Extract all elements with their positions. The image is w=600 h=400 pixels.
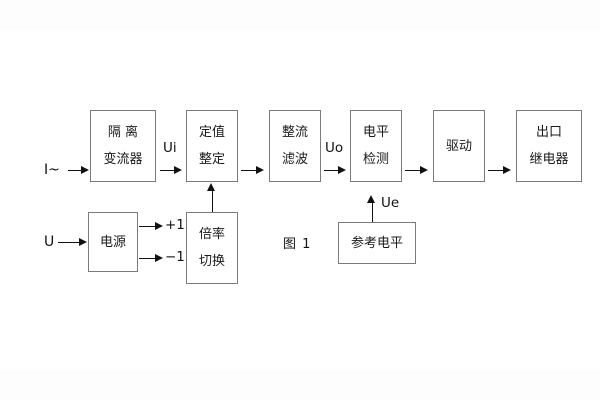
figure-content-area: I~ 隔 离 变流器 Ui 定值 整定 整流 滤波 Uo 电平 bbox=[0, 30, 600, 370]
multiplier-to-setting-line bbox=[212, 190, 213, 212]
block-output-relay[interactable]: 出口 继电器 bbox=[516, 110, 582, 182]
ui-line bbox=[160, 170, 175, 171]
setting-to-rectifier-line bbox=[241, 170, 257, 171]
block-isolation-line-1: 隔 离 bbox=[107, 125, 139, 140]
uo-line bbox=[324, 170, 339, 171]
block-reference-level[interactable]: 参考电平 bbox=[338, 222, 416, 264]
signal-ue-label: Ue bbox=[381, 195, 400, 211]
block-multiplier-line-2: 切换 bbox=[198, 254, 225, 269]
block-driver[interactable]: 驱动 bbox=[433, 110, 485, 182]
figure-caption: 图 1 bbox=[283, 237, 312, 252]
neg12v-line bbox=[139, 258, 156, 259]
pos12v-arrow bbox=[155, 222, 163, 230]
block-output-relay-line-2: 继电器 bbox=[529, 152, 569, 167]
level-to-driver-arrow bbox=[420, 166, 428, 174]
block-rectifier-line-2: 滤波 bbox=[281, 152, 308, 167]
block-setting[interactable]: 定值 整定 bbox=[186, 110, 238, 182]
block-isolation[interactable]: 隔 离 变流器 bbox=[90, 110, 156, 182]
signal-uo-label: Uo bbox=[325, 140, 344, 156]
setting-to-rectifier-arrow bbox=[256, 166, 264, 174]
neg12v-arrow bbox=[155, 254, 163, 262]
block-level-detection-line-2: 检测 bbox=[362, 152, 389, 167]
block-rectifier[interactable]: 整流 滤波 bbox=[269, 110, 321, 182]
block-isolation-line-2: 变流器 bbox=[103, 152, 143, 167]
reference-to-level-line bbox=[372, 202, 373, 222]
block-level-detection-line-1: 电平 bbox=[362, 125, 389, 140]
reference-to-level-arrow bbox=[367, 195, 375, 203]
multiplier-to-setting-arrow bbox=[207, 183, 215, 191]
block-multiplier-line-1: 倍率 bbox=[198, 227, 225, 242]
level-to-driver-line bbox=[405, 170, 421, 171]
input-current-line bbox=[68, 170, 82, 171]
block-setting-line-1: 定值 bbox=[198, 125, 225, 140]
ui-arrow bbox=[174, 166, 182, 174]
block-driver-line-1: 驱动 bbox=[445, 138, 472, 154]
signal-ui-label: Ui bbox=[163, 140, 177, 156]
block-multiplier-switch[interactable]: 倍率 切换 bbox=[186, 212, 238, 284]
block-level-detection[interactable]: 电平 检测 bbox=[350, 110, 402, 182]
block-rectifier-line-1: 整流 bbox=[281, 125, 308, 140]
driver-to-output-arrow bbox=[503, 166, 511, 174]
block-setting-line-2: 整定 bbox=[198, 152, 225, 167]
block-output-relay-line-1: 出口 bbox=[535, 125, 562, 140]
block-power-supply-line-1: 电源 bbox=[99, 234, 126, 250]
block-power-supply[interactable]: 电源 bbox=[88, 212, 138, 272]
input-current-label: I~ bbox=[44, 162, 60, 178]
input-voltage-line bbox=[58, 242, 80, 243]
uo-arrow bbox=[338, 166, 346, 174]
driver-to-output-line bbox=[488, 170, 504, 171]
input-voltage-arrow bbox=[79, 238, 87, 246]
input-voltage-label: U bbox=[44, 234, 55, 250]
input-current-arrow bbox=[81, 166, 89, 174]
block-reference-level-line-1: 参考电平 bbox=[350, 235, 403, 251]
pos12v-line bbox=[139, 226, 156, 227]
